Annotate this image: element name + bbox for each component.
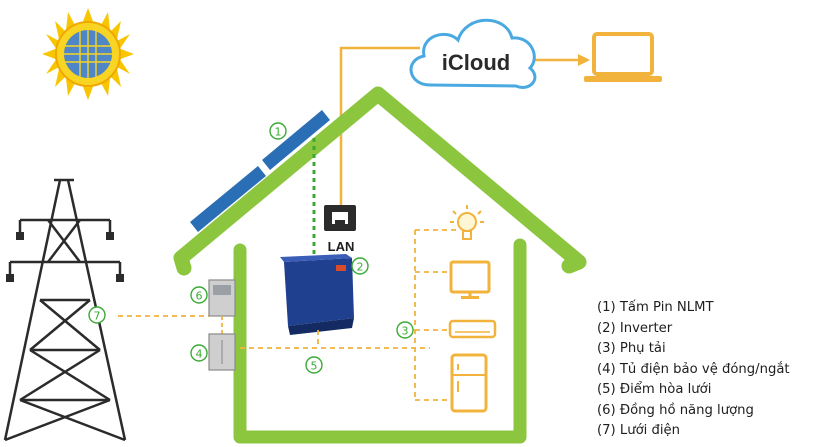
power-tower-icon [3, 178, 127, 442]
callout-1: 1 [269, 122, 287, 140]
sun-icon [42, 8, 134, 100]
cloud-icon: iCloud [409, 18, 537, 89]
svg-text:6: 6 [196, 290, 203, 303]
air-conditioner-icon [448, 319, 497, 339]
tv-icon [449, 260, 491, 299]
tower-insulators [6, 232, 124, 282]
callout-7: 7 [88, 306, 106, 324]
callout-5: 5 [305, 356, 323, 374]
callout-4: 4 [190, 344, 208, 362]
svg-text:1: 1 [275, 126, 282, 139]
solar-panel-icon [190, 110, 330, 232]
svg-text:3: 3 [402, 325, 409, 338]
lan-port-icon: LAN [324, 205, 356, 254]
cloud-label: iCloud [442, 50, 510, 75]
laptop-icon [584, 32, 662, 82]
legend-item: (3) Phụ tải [597, 341, 666, 356]
arrow-to-laptop [578, 54, 590, 66]
breaker-box-icon [208, 333, 236, 371]
inverter-icon [280, 254, 354, 335]
svg-text:4: 4 [196, 348, 203, 361]
legend-item: (5) Điểm hòa lưới [597, 382, 712, 397]
svg-text:5: 5 [311, 360, 318, 373]
legend: (1) Tấm Pin NLMT (2) Inverter (3) Phụ tả… [597, 298, 833, 442]
legend-item: (4) Tủ điện bảo vệ đóng/ngắt [597, 361, 790, 377]
ac-wiring [118, 229, 460, 401]
legend-item: (1) Tấm Pin NLMT [597, 300, 714, 315]
svg-text:2: 2 [357, 261, 364, 274]
callout-2: 2 [351, 257, 369, 275]
callout-3: 3 [396, 321, 414, 339]
legend-item: (6) Đồng hồ năng lượng [597, 402, 754, 418]
refrigerator-icon [450, 353, 488, 413]
house-outline [173, 86, 587, 444]
lightbulb-icon [450, 205, 484, 240]
callout-6: 6 [190, 286, 208, 304]
legend-item: (2) Inverter [597, 320, 673, 336]
lan-label: LAN [328, 239, 355, 254]
network-wires [339, 46, 580, 205]
legend-item: (7) Lưới điện [597, 423, 681, 438]
svg-text:7: 7 [94, 310, 101, 323]
energy-meter-icon [208, 279, 236, 317]
